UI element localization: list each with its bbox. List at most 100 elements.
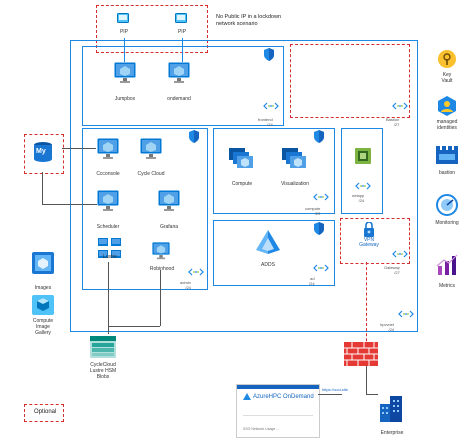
ccconsole-vm-icon <box>97 138 119 160</box>
robinhood-label: Robinhood <box>149 266 175 272</box>
mysql-connector <box>62 148 96 149</box>
ondemand-label: ondemand <box>167 96 191 102</box>
robinhood-to-storage-line-h <box>108 326 160 327</box>
legend-optional-swatch <box>24 404 64 422</box>
shield-icon <box>188 130 200 143</box>
subnet-icon <box>392 250 408 258</box>
shield-icon <box>313 130 325 143</box>
storage-account-icon <box>90 336 116 358</box>
pip-icon <box>175 13 187 27</box>
compute-subnet-label: compute /23 <box>305 206 321 216</box>
vpn-gateway-label: VPN Gateway <box>359 237 379 248</box>
ad-subnet <box>213 220 335 286</box>
gateway-to-firewall-line <box>366 262 367 382</box>
portal-title: AzureHPC OnDemand <box>253 394 314 400</box>
compute-gallery-label: Compute Image Gallery <box>32 318 54 336</box>
vnet-label: hpcvnet /24 <box>380 322 395 332</box>
mysql-to-scheduler-line <box>42 172 43 204</box>
key-vault-icon <box>438 50 456 68</box>
portal-logo-icon <box>243 393 251 401</box>
shield-icon <box>263 48 275 61</box>
monitoring-label: Monitoring <box>435 220 459 226</box>
admin-subnet-label: admin /24 <box>180 280 191 290</box>
enterprise-label: Enterprise <box>380 430 404 436</box>
metrics-icon <box>436 254 458 276</box>
vpn-gateway-icon <box>362 222 376 238</box>
bastion-label: bastion <box>438 170 456 176</box>
robinhood-vm-icon <box>152 242 170 260</box>
admin-subnet <box>82 128 208 290</box>
mysql-to-scheduler-line-h <box>42 204 97 205</box>
url-label: https://ood.site <box>322 387 349 392</box>
mysql-optional-box <box>24 134 64 174</box>
lustre-label: Lustre <box>103 254 117 260</box>
frontend-subnet-label: frontend /24 <box>258 117 273 127</box>
hpc-vnet-box <box>70 40 418 332</box>
lockdown-note: No Public IP in a lockdown network scena… <box>216 14 281 27</box>
adds-icon <box>256 230 280 254</box>
compute-label: Compute <box>231 181 253 187</box>
compute-gallery-icon <box>32 295 54 315</box>
gateway-subnet-label: Gateway /27 <box>384 265 400 275</box>
subnet-icon <box>313 193 329 201</box>
pip-optional-box <box>96 5 208 53</box>
images-icon <box>32 252 54 274</box>
monitoring-icon <box>436 194 458 216</box>
jumpbox-vm-icon <box>114 62 136 84</box>
visualization-label: Visualization <box>281 181 309 187</box>
lockdown-note-line1: No Public IP in a lockdown <box>216 14 282 20</box>
portal-top-bar <box>237 385 319 389</box>
grafana-label: Grafana <box>159 224 179 230</box>
pip-label: PIP <box>119 29 129 35</box>
netapp-subnet <box>341 128 383 214</box>
grafana-vm-icon <box>158 190 180 212</box>
ondemand-vm-icon <box>168 62 190 84</box>
cyclecloud-vm-icon <box>140 138 162 160</box>
lockdown-note-line2: network scenario <box>216 20 258 27</box>
lustre-vm-cluster-icon <box>98 238 124 262</box>
ccconsole-label: Ccconsole <box>96 171 120 177</box>
compute-vmss-icon <box>229 148 253 170</box>
firewall-icon <box>344 342 378 366</box>
managed-identities-icon <box>438 96 456 116</box>
mysql-icon <box>32 141 54 163</box>
scheduler-vm-icon <box>97 190 119 212</box>
lustre-to-storage-line <box>108 262 109 334</box>
ad-subnet-label: ad /24 <box>309 276 315 286</box>
jumpbox-label: Jumpbox <box>114 96 136 102</box>
robinhood-to-storage-line <box>160 270 161 326</box>
bastion-optional-box <box>290 44 410 118</box>
shield-icon <box>313 222 325 235</box>
key-vault-label: Key Vault <box>441 72 453 84</box>
metrics-label: Metrics <box>438 283 456 289</box>
storage-label: CycleCloud Lustre HSM Blobs <box>89 362 117 380</box>
subnet-icon <box>355 182 371 190</box>
pip-to-ondemand-line <box>182 38 183 62</box>
firewall-to-enterprise-line-h <box>366 394 378 395</box>
bastion-icon <box>436 146 458 164</box>
pip-icon <box>117 13 129 27</box>
anf-icon <box>355 148 371 164</box>
images-label: Images <box>34 285 52 291</box>
subnet-icon <box>263 102 279 110</box>
netapp-subnet-label: netapp /24 <box>352 193 365 203</box>
legend-optional-label: Optional <box>34 409 57 415</box>
vnet-icon <box>398 310 414 318</box>
pip-label: PIP <box>177 29 187 35</box>
gateway-optional-box <box>340 218 410 264</box>
enterprise-building-icon <box>378 394 406 422</box>
ondemand-portal-preview: AzureHPC OnDemand SSO Network Usage ... <box>236 384 320 438</box>
adds-label: ADDS <box>261 262 275 268</box>
bastion-subnet-label: Bastion /27 <box>386 117 400 127</box>
subnet-icon <box>392 102 408 110</box>
portal-content-divider <box>243 415 313 416</box>
subnet-icon <box>313 264 329 272</box>
url-arrow-line <box>318 394 342 395</box>
managed-identities-label: managed identities <box>436 119 458 131</box>
compute-subnet <box>213 128 335 214</box>
firewall-to-enterprise-line <box>366 366 367 394</box>
mysql-label: My <box>36 148 46 155</box>
pip-to-jumpbox-line <box>124 38 125 62</box>
portal-footer: SSO Network Usage ... <box>243 427 280 431</box>
visualization-vmss-icon <box>282 148 306 170</box>
